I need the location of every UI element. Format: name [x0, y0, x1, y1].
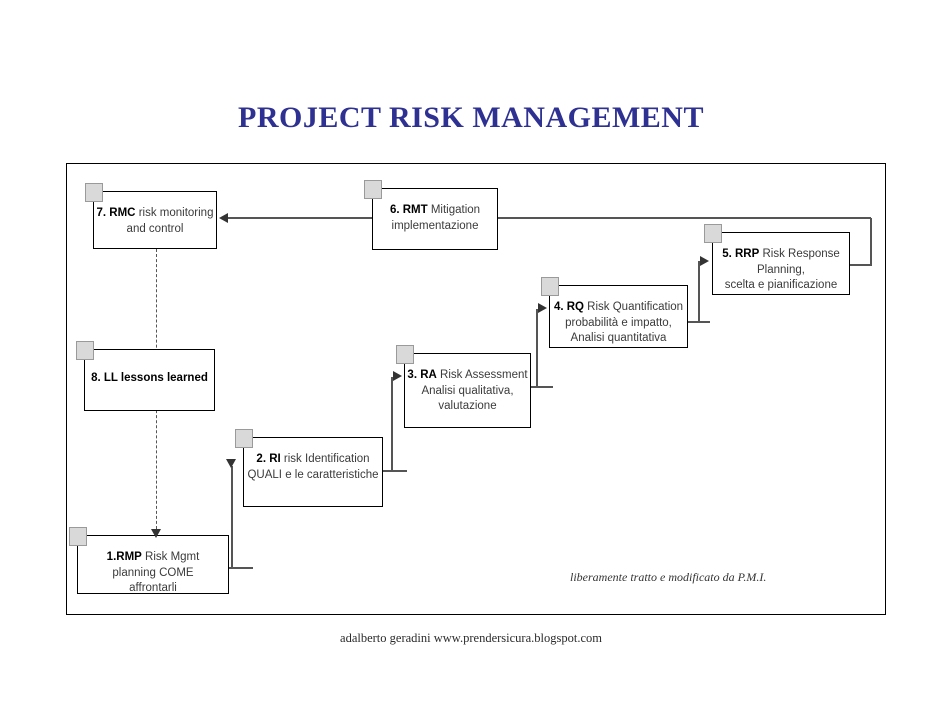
process-box-3-ra[interactable]: 3. RA Risk Assessment Analisi qualitativ…	[396, 345, 531, 428]
process-box-7-line2: and control	[126, 222, 184, 235]
process-box-6-code: 6. RMT	[389, 204, 428, 216]
process-box-1-code: 1.RMP	[106, 551, 142, 563]
process-box-7-line1: risk monitoring	[135, 207, 214, 219]
edge-2-3-segment-h	[381, 470, 407, 472]
edge-7-1-arrowhead	[151, 529, 161, 538]
edge-4-5-segment-v	[698, 261, 700, 323]
process-box-5-text: 5. RRP Risk Response Planning, scelta e …	[707, 247, 855, 294]
author-caption: adalberto geradini www.prendersicura.blo…	[340, 631, 602, 645]
box-corner-tab-icon	[69, 527, 87, 546]
process-box-3-line1: Risk Assessment	[436, 369, 528, 381]
process-box-8-ll[interactable]: 8. LL lessons learned	[76, 341, 215, 411]
edge-5-7-arrowhead	[219, 213, 228, 223]
process-box-4-text: 4. RQ Risk Quantification probabilità e …	[544, 300, 693, 347]
source-credit-note: liberamente tratto e modificato da P.M.I…	[570, 570, 767, 584]
edge-1-2-arrowhead	[226, 459, 236, 468]
process-box-6-line1: Mitigation	[427, 204, 481, 216]
edge-3-4-segment-v	[536, 309, 538, 388]
box-corner-tab-icon	[396, 345, 414, 364]
edge-3-4-arrowhead	[538, 303, 547, 313]
process-box-2-line1: risk Identification	[280, 453, 370, 465]
process-box-4-rq[interactable]: 4. RQ Risk Quantification probabilità e …	[541, 277, 688, 348]
process-box-3-code: 3. RA	[407, 369, 437, 381]
process-box-1-rmp[interactable]: 1.RMP Risk Mgmt planning COME affrontarl…	[69, 527, 229, 594]
process-box-5-rrp[interactable]: 5. RRP Risk Response Planning, scelta e …	[704, 224, 850, 295]
process-box-7-text: 7. RMC risk monitoring and control	[88, 206, 222, 237]
process-box-5-line2: Planning,	[757, 263, 805, 276]
process-box-5-code: 5. RRP	[722, 248, 760, 260]
process-box-6-line2: implementazione	[391, 219, 479, 232]
box-corner-tab-icon	[541, 277, 559, 296]
diagram-frame	[66, 163, 886, 615]
process-box-2-line2: QUALI e le caratteristiche	[247, 468, 379, 481]
process-box-7-code: 7. RMC	[96, 207, 136, 219]
process-box-1-text: 1.RMP Risk Mgmt planning COME affrontarl…	[72, 550, 234, 597]
process-box-1-line2: planning COME	[112, 566, 194, 579]
process-box-1-line3: affrontarli	[129, 582, 177, 594]
process-box-4-code: 4. RQ	[553, 301, 584, 313]
edge-3-4-segment-h	[529, 386, 553, 388]
process-box-2-code: 2. RI	[256, 453, 281, 465]
page-title: PROJECT RISK MANAGEMENT	[238, 101, 704, 134]
edge-2-3-segment-v	[391, 377, 393, 472]
process-box-5-line3: scelta e pianificazione	[724, 279, 838, 291]
edge-1-2-segment-h	[229, 567, 253, 569]
process-box-3-text: 3. RA Risk Assessment Analisi qualitativ…	[399, 368, 536, 415]
process-box-5-line1: Risk Response	[759, 248, 840, 260]
process-box-4-line3: Analisi quantitativa	[570, 332, 667, 344]
edge-5-7-segment-h-long	[228, 217, 871, 219]
process-box-4-line1: Risk Quantification	[583, 301, 684, 313]
edge-1-2-segment-v	[231, 466, 233, 569]
box-corner-tab-icon	[76, 341, 94, 360]
process-box-7-rmc[interactable]: 7. RMC risk monitoring and control	[85, 183, 217, 249]
process-box-8-text: 8. LL lessons learned	[91, 372, 208, 384]
process-box-4-line2: probabilità e impatto,	[565, 316, 672, 329]
process-box-3-line2: Analisi qualitativa,	[421, 384, 514, 397]
process-box-2-ri[interactable]: 2. RI risk Identification QUALI e le car…	[235, 429, 383, 507]
edge-5-7-segment-v	[870, 218, 872, 266]
edge-5-7-segment-h-right	[848, 264, 872, 266]
process-box-6-rmt[interactable]: 6. RMT Mitigation implementazione	[364, 180, 498, 250]
process-box-2-text: 2. RI risk Identification QUALI e le car…	[238, 452, 388, 483]
box-corner-tab-icon	[85, 183, 103, 202]
box-corner-tab-icon	[364, 180, 382, 199]
box-corner-tab-icon	[704, 224, 722, 243]
process-box-3-line3: valutazione	[438, 400, 497, 412]
process-box-1-line1: Risk Mgmt	[141, 551, 200, 563]
box-corner-tab-icon	[235, 429, 253, 448]
process-box-6-text: 6. RMT Mitigation implementazione	[367, 203, 503, 234]
edge-2-3-arrowhead	[393, 371, 402, 381]
edge-4-5-arrowhead	[700, 256, 709, 266]
